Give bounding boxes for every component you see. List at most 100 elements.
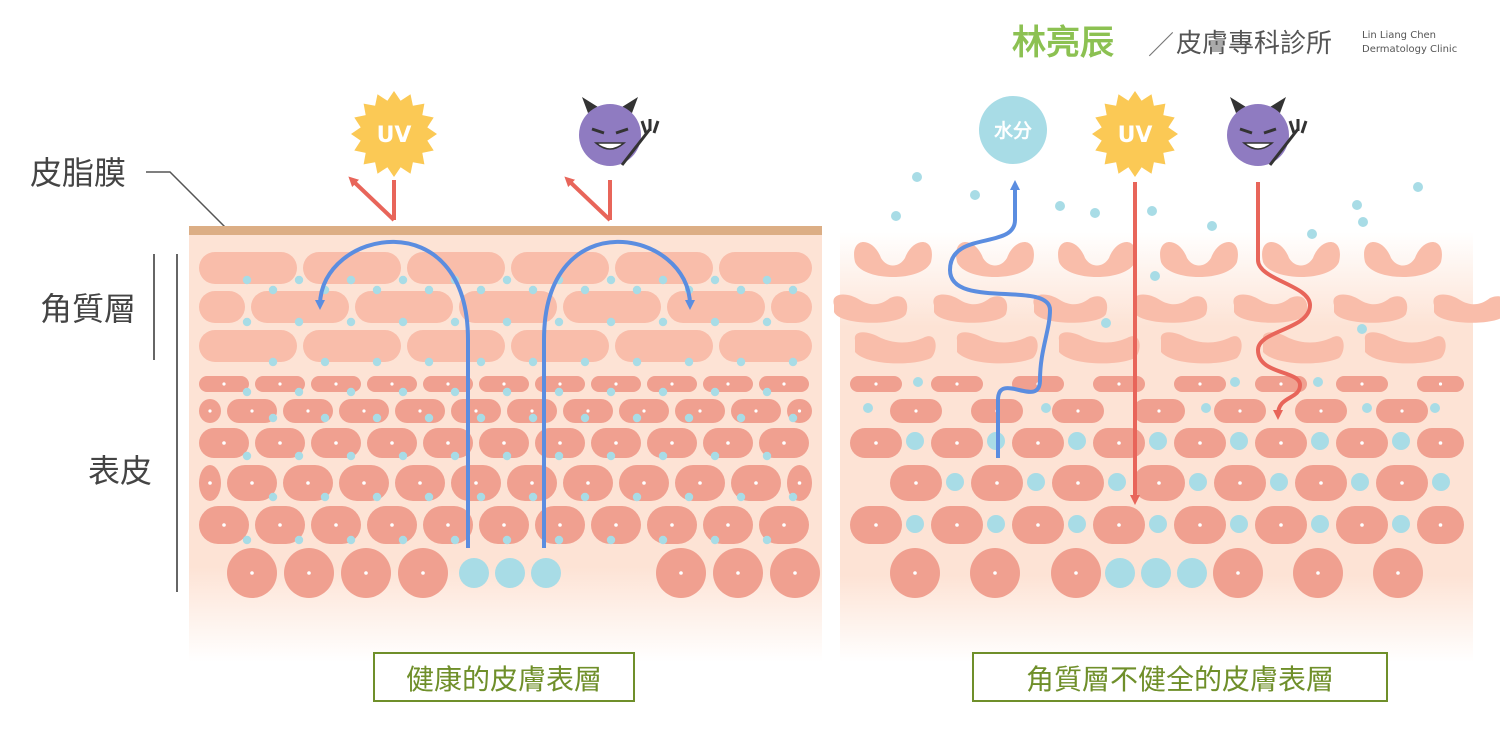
water-dot	[268, 285, 278, 295]
water-dot	[242, 387, 252, 397]
water-dot	[1149, 515, 1167, 533]
water-dot	[788, 285, 798, 295]
water-dot	[1432, 473, 1450, 491]
cell-nucleus	[250, 571, 254, 575]
corneum-cell	[199, 330, 297, 362]
sebum-leader-line	[146, 171, 227, 229]
water-dot	[424, 413, 434, 423]
cell-nucleus	[797, 409, 802, 413]
water-dot	[528, 357, 538, 367]
water-dot	[398, 451, 408, 461]
cell-nucleus	[1117, 441, 1121, 445]
broken-corneum-cell	[1262, 241, 1340, 277]
water-dot	[346, 387, 356, 397]
cell-nucleus	[558, 441, 562, 445]
cell-nucleus	[278, 441, 282, 445]
cell-nucleus	[530, 481, 534, 485]
cell-nucleus	[754, 409, 758, 413]
water-dot	[970, 190, 980, 200]
water-dot	[788, 492, 798, 502]
basal-water-dot	[1177, 558, 1207, 588]
water-dot	[1357, 324, 1367, 334]
water-dot	[294, 387, 304, 397]
cell-nucleus	[1157, 409, 1161, 413]
cell-nucleus	[390, 523, 394, 527]
cell-nucleus	[726, 441, 730, 445]
water-dot	[398, 535, 408, 545]
water-dot	[710, 317, 720, 327]
water-dot	[684, 492, 694, 502]
pathogen-penetration-arrow	[1255, 182, 1313, 420]
water-dot	[632, 357, 642, 367]
water-dot	[606, 387, 616, 397]
water-dot	[788, 413, 798, 423]
cell-nucleus	[782, 523, 786, 527]
cell-nucleus	[614, 382, 618, 386]
water-dot	[658, 451, 668, 461]
healthy-moisture-arrow-left	[315, 239, 470, 548]
water-dot	[1358, 217, 1368, 227]
water-dot	[398, 317, 408, 327]
water-dot	[1150, 271, 1160, 281]
water-dot	[580, 492, 590, 502]
sebum-film	[189, 226, 822, 235]
water-dot	[1392, 515, 1410, 533]
water-dot	[606, 317, 616, 327]
basal-water-dot	[495, 558, 525, 588]
cell-nucleus	[586, 409, 590, 413]
damaged-cell-layers	[833, 241, 1500, 598]
broken-corneum-cell	[956, 332, 1038, 364]
cell-nucleus	[390, 441, 394, 445]
caption-healthy: 健康的皮膚表層	[373, 652, 635, 702]
water-dot	[913, 377, 923, 387]
water-dot	[906, 432, 924, 450]
broken-corneum-cell	[833, 294, 908, 323]
cell-nucleus	[1400, 409, 1404, 413]
water-dot	[502, 451, 512, 461]
water-dot	[1027, 473, 1045, 491]
cell-nucleus	[1157, 481, 1161, 485]
cell-nucleus	[334, 382, 338, 386]
broken-corneum-cell	[1160, 332, 1242, 364]
water-dot	[684, 413, 694, 423]
water-dot	[863, 403, 873, 413]
water-dot	[476, 285, 486, 295]
cell-nucleus	[1438, 441, 1443, 445]
cell-nucleus	[793, 571, 797, 575]
water-dot	[1311, 432, 1329, 450]
water-dot	[1307, 229, 1317, 239]
water-dot	[1201, 403, 1211, 413]
cell-nucleus	[364, 571, 368, 575]
water-dot	[788, 357, 798, 367]
water-dot	[632, 413, 642, 423]
water-dot	[736, 413, 746, 423]
water-dot	[554, 535, 564, 545]
healthy-cell-layers	[199, 252, 820, 598]
cell-nucleus	[446, 382, 450, 386]
water-dot	[1351, 473, 1369, 491]
broken-corneum-cell	[1364, 332, 1446, 364]
brand-english-line2: Dermatology Clinic	[1362, 44, 1457, 55]
broken-corneum-cell	[956, 241, 1034, 277]
cell-nucleus	[446, 523, 450, 527]
cell-nucleus	[222, 523, 226, 527]
water-dot	[1055, 201, 1065, 211]
cell-nucleus	[614, 523, 618, 527]
healthy-skin-panel: UV	[189, 91, 822, 662]
cell-nucleus	[726, 523, 730, 527]
cell-nucleus	[278, 382, 282, 386]
cell-nucleus	[874, 523, 878, 527]
cell-nucleus	[642, 481, 646, 485]
cell-nucleus	[1319, 481, 1323, 485]
cell-nucleus	[306, 481, 310, 485]
cell-nucleus	[502, 382, 506, 386]
cell-nucleus	[558, 382, 562, 386]
water-dot	[294, 317, 304, 327]
cell-nucleus	[1438, 523, 1443, 527]
uv-sun-icon-right: UV	[1092, 91, 1178, 177]
water-dot	[398, 275, 408, 285]
cell-nucleus	[1117, 382, 1121, 386]
water-dot	[502, 317, 512, 327]
water-dot	[1041, 403, 1051, 413]
uv-label: UV	[377, 123, 412, 148]
